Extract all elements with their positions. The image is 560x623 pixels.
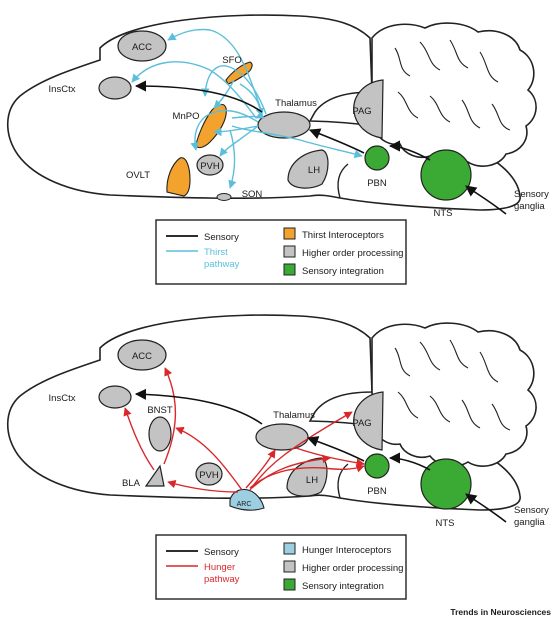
pag-label: PAG xyxy=(352,106,371,117)
legend-higher-order-label: Higher order processing xyxy=(302,248,403,259)
bnst-label: BNST xyxy=(147,405,173,416)
ovlt-label: OVLT xyxy=(126,170,150,181)
bla-region xyxy=(144,464,165,487)
brainstem-line xyxy=(337,463,349,499)
bla-label: BLA xyxy=(122,478,141,489)
lh-region xyxy=(287,149,329,189)
thirst-sensory-arrows xyxy=(134,80,507,215)
pbn-region xyxy=(364,145,390,171)
insctx-label: InsCtx xyxy=(49,84,76,95)
pvh-region xyxy=(195,462,223,486)
cerebellum xyxy=(371,22,537,168)
lh-label: LH xyxy=(308,165,320,176)
legend-hunger-interoceptors-label: Hunger Interoceptors xyxy=(302,545,391,556)
thalamus-label: Thalamus xyxy=(275,98,317,109)
brainstem-line xyxy=(337,163,349,199)
acc-region xyxy=(117,30,167,62)
sensory-ganglia-label: Sensory ganglia xyxy=(514,505,552,528)
hunger-sensory-arrows xyxy=(134,388,507,523)
pag-region xyxy=(353,391,384,451)
bnst-region xyxy=(148,416,172,452)
pvh-region xyxy=(196,154,224,176)
son-region xyxy=(216,193,232,201)
insctx-region xyxy=(98,385,132,409)
thirst-legend: Sensory Thirst pathway Thirst Interocept… xyxy=(155,219,407,285)
sfo-label: SFO xyxy=(222,55,242,66)
nts-label: NTS xyxy=(436,518,455,529)
nts-region xyxy=(420,149,472,201)
nts-label: NTS xyxy=(434,208,453,219)
pag-label: PAG xyxy=(352,418,371,429)
hunger-pathway-arrows xyxy=(123,367,365,493)
sensory-ganglia-label: Sensory ganglia xyxy=(514,189,552,212)
pag-region xyxy=(353,79,384,139)
thirst-panel: ACC InsCtx SFO MnPO Thalamus PAG PVH OVL… xyxy=(7,14,552,285)
cerebellum-folia xyxy=(394,39,511,131)
legend-sensory-label: Sensory xyxy=(204,232,239,243)
journal-credit: Trends in Neurosciences xyxy=(450,607,551,617)
legend-integration-label: Sensory integration xyxy=(302,581,384,592)
cerebellum xyxy=(371,322,537,468)
thalamus-region xyxy=(255,423,309,451)
pvh-label: PVH xyxy=(200,161,220,172)
mnpo-label: MnPO xyxy=(173,111,200,122)
pbn-label: PBN xyxy=(367,178,387,189)
insctx-label: InsCtx xyxy=(49,393,76,404)
thirst-pathway-arrows xyxy=(131,28,363,189)
pbn-region xyxy=(364,453,390,479)
pvh-label: PVH xyxy=(199,470,219,481)
thalamus-region xyxy=(257,111,311,139)
acc-region xyxy=(117,339,167,371)
pbn-label: PBN xyxy=(367,486,387,497)
son-label: SON xyxy=(242,189,263,200)
legend-sensory-label: Sensory xyxy=(204,547,239,558)
thalamus-label: Thalamus xyxy=(273,410,315,421)
arc-label: ARC xyxy=(237,501,252,508)
acc-label: ACC xyxy=(132,351,152,362)
cerebellum-folia xyxy=(394,339,511,431)
arc-region xyxy=(229,488,265,511)
mnpo-region xyxy=(195,103,227,149)
hunger-panel: ACC InsCtx BNST Thalamus PAG BLA PVH ARC… xyxy=(7,314,552,600)
legend-higher-order-label: Higher order processing xyxy=(302,563,403,574)
insctx-region xyxy=(98,76,132,100)
hunger-legend: Sensory Hunger pathway Hunger Interocept… xyxy=(155,534,407,600)
nts-region xyxy=(420,458,472,510)
brain-outline xyxy=(7,14,521,211)
legend-thirst-pathway-label: Thirst pathway xyxy=(204,247,240,270)
legend-integration-label: Sensory integration xyxy=(302,266,384,277)
legend-hunger-pathway-label: Hunger pathway xyxy=(204,562,240,585)
acc-label: ACC xyxy=(132,42,152,53)
legend-thirst-interoceptors-label: Thirst Interoceptors xyxy=(302,230,384,241)
lh-label: LH xyxy=(306,475,318,486)
ovlt-region xyxy=(166,157,191,197)
brain-outline xyxy=(7,314,521,511)
